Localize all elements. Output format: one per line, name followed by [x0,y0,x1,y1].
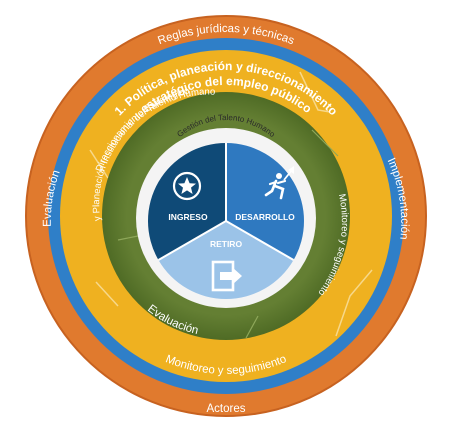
star-badge-icon [172,171,202,201]
label-desarrollo: DESARROLLO [235,212,295,222]
runner-arrow-icon [264,166,294,200]
label-actores: Actores [207,403,246,415]
yellow-ring-dividers [89,71,373,337]
green-ring-dividers [117,129,339,339]
gth-pie [147,143,305,300]
label-retiro: RETIRO [210,239,243,249]
label-ingreso: INGRESO [168,212,208,222]
segment-ingreso[interactable] [147,143,226,260]
segment-desarrollo[interactable] [226,143,305,260]
exit-door-icon [211,260,242,292]
